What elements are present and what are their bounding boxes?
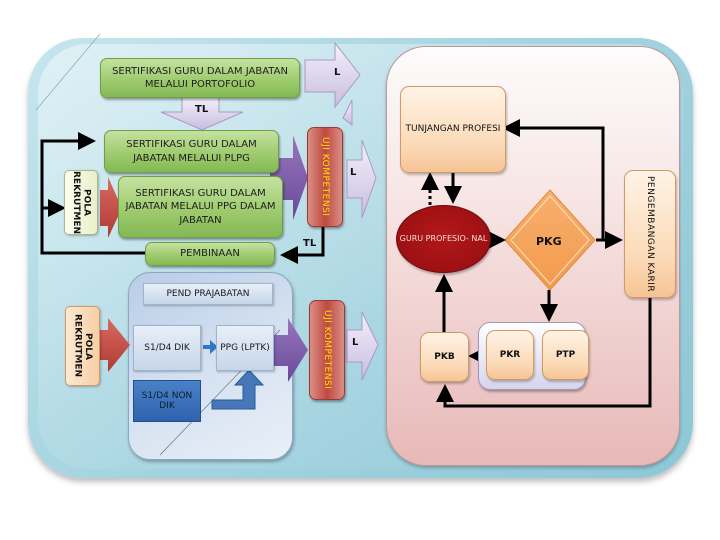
connector-loop-left [40,132,146,255]
box-pend-prajabatan: PEND PRAJABATAN [143,283,273,305]
box-ppg-dalam-jabatan: SERTIFIKASI GURU DALAM JABATAN MELALUI P… [118,176,283,238]
box-pembinaan: PEMBINAAN [145,242,275,266]
box-pkb: PKB [420,332,469,382]
label-pkg: PKG [536,235,562,248]
guru-profesional-ellipse: GURU PROFESIO- NAL [396,205,491,273]
uji-kompetensi-lower: UJI KOMPETENSI [309,300,345,400]
connector-tl-feedback [280,227,325,264]
arrow-blue-bent [211,369,265,410]
pola-rekrutmen-lower: POLA REKRUTMEN [65,306,100,386]
pola-rekrutmen-middle: POLA REKRUTMEN [64,170,98,235]
box-plpg: SERTIFIKASI GURU DALAM JABATAN MELALUI P… [104,130,279,173]
arrow-red-lower [100,318,130,372]
connector-pkg-to-tunjangan [502,119,605,240]
decorative-line [35,33,101,111]
label-arrow-l-lower: L [352,337,359,348]
label-tl-feedback: TL [303,238,317,249]
label-arrow-l-top: L [334,67,341,78]
arrow-purple-lower [272,318,308,382]
arrow-lavender-small [342,99,353,127]
arrow-tl-down [160,96,244,131]
box-pengembangan-karir: PENGEMBANGAN KARIR [624,170,676,298]
connector-karir-to-pkb [436,298,652,408]
label-arrow-l-middle: L [350,167,357,178]
box-portofolio: SERTIFIKASI GURU DALAM JABATAN MELALUI P… [100,58,300,98]
arrow-l-top [304,41,361,109]
label-arrow-tl-down: TL [195,104,209,115]
uji-kompetensi-middle: UJI KOMPETENSI [307,127,343,227]
box-ppg-lptk: PPG (LPTK) [216,325,274,371]
box-pkr: PKR [486,330,534,380]
arrow-l-middle [346,139,377,219]
box-s1-d4-non-dik: S1/D4 NON DIK [133,380,201,422]
arrow-l-lower [346,311,379,381]
box-ptp: PTP [542,330,589,380]
arrow-blue-small [203,340,218,354]
box-s1-d4-dik: S1/D4 DIK [133,325,201,371]
arrow-red-middle [100,177,122,238]
box-tunjangan-profesi: TUNJANGAN PROFESI [400,86,506,173]
